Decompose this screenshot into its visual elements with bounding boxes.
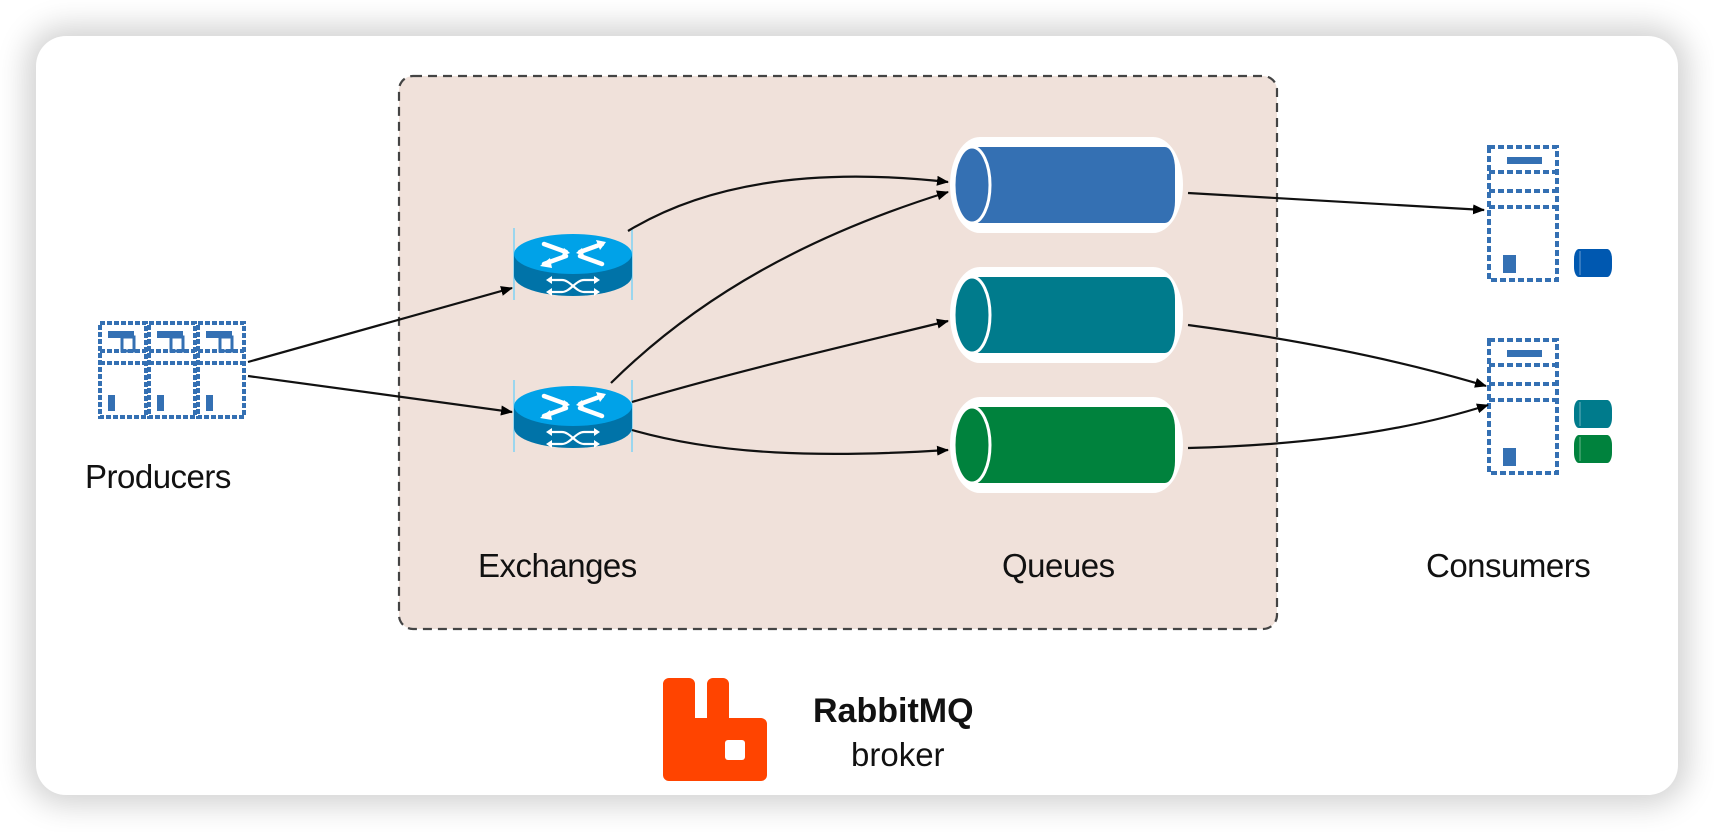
edge-producers-exchange-2 [247, 374, 513, 416]
edge-queue-1-consumer-1 [1187, 191, 1485, 215]
exchange-1[interactable] [513, 228, 633, 300]
queue-3[interactable] [950, 397, 1183, 493]
edge-exchange-2-queue-3 [631, 428, 949, 456]
producer-server-icon [147, 321, 197, 419]
producer-server-icon [196, 321, 246, 419]
queue-1[interactable] [950, 137, 1183, 233]
rabbitmq-logo-icon [663, 678, 767, 781]
exchange-2[interactable] [513, 380, 633, 452]
brand-name: RabbitMQ [813, 692, 974, 730]
consumers-label: Consumers [1426, 547, 1591, 584]
consumer-1[interactable] [1487, 145, 1612, 282]
queue-2[interactable] [950, 267, 1183, 363]
mini-queue-icon [1574, 400, 1612, 428]
producers-label: Producers [85, 458, 231, 495]
edge-queue-2-consumer-2 [1187, 323, 1487, 388]
edge-exchange-2-queue-2 [631, 318, 949, 404]
mini-queue-icon [1574, 435, 1612, 463]
producer-server-icon [98, 321, 148, 419]
edge-producers-exchange-1 [247, 286, 513, 364]
edge-exchange-1-queue-1 [627, 175, 949, 232]
edge-exchange-2-queue-1 [610, 190, 949, 384]
producer-group [98, 321, 246, 419]
server-icon [1487, 338, 1559, 475]
exchanges-label: Exchanges [478, 547, 637, 584]
mini-queue-icon [1574, 249, 1612, 277]
consumer-2[interactable] [1487, 338, 1612, 475]
edges [247, 175, 1489, 456]
brand-subtitle: broker [851, 736, 945, 773]
edge-queue-3-consumer-2 [1187, 403, 1489, 450]
queues-label: Queues [1002, 547, 1115, 584]
server-icon [1487, 145, 1559, 282]
